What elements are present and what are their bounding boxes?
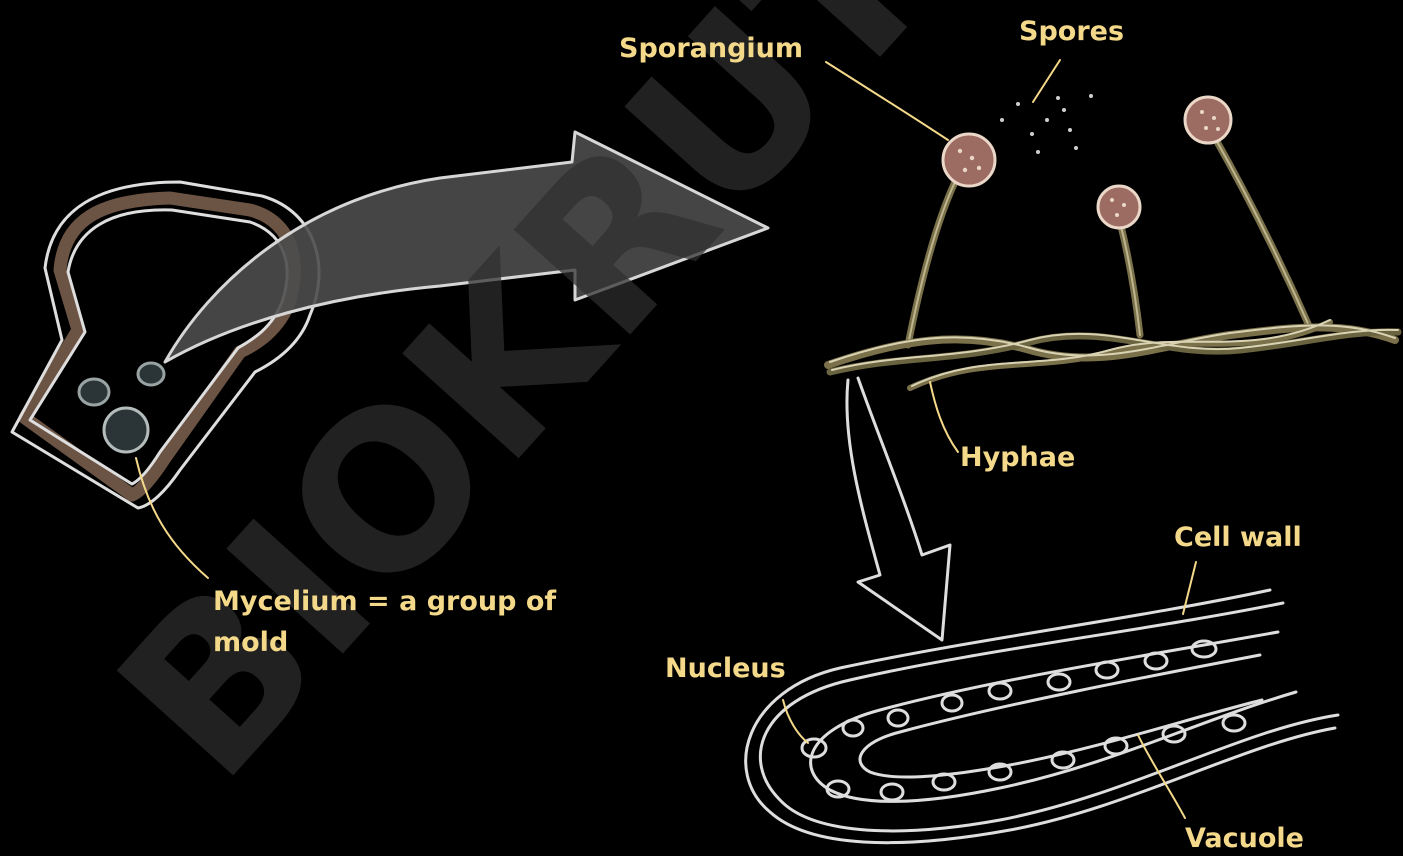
cell-wall-inner bbox=[746, 590, 1335, 843]
nucleus bbox=[1192, 641, 1216, 657]
hyphae-leader bbox=[930, 382, 958, 452]
down-arrow bbox=[847, 378, 950, 640]
nucleus bbox=[888, 710, 908, 726]
nucleus bbox=[942, 695, 962, 711]
nucleus bbox=[1048, 674, 1070, 690]
label-mycelium-line1: Mycelium = a group of bbox=[213, 586, 556, 617]
mold-spot bbox=[138, 363, 164, 385]
nucleus bbox=[843, 720, 863, 736]
sporangium bbox=[1185, 97, 1231, 143]
nucleus bbox=[1096, 662, 1118, 678]
nucleus bbox=[989, 683, 1011, 699]
hypha-cell-detail bbox=[746, 590, 1338, 843]
stalk bbox=[1215, 138, 1310, 328]
sporangium bbox=[943, 134, 995, 186]
label-vacuole: Vacuole bbox=[1185, 823, 1304, 854]
label-cell-wall: Cell wall bbox=[1174, 522, 1302, 553]
label-sporangium: Sporangium bbox=[619, 33, 803, 64]
mold-spots bbox=[79, 363, 164, 452]
nucleus bbox=[1223, 715, 1245, 731]
nucleus bbox=[933, 774, 955, 790]
sporangium bbox=[1098, 186, 1140, 228]
stalk bbox=[908, 182, 955, 345]
spores-leader bbox=[1033, 60, 1060, 102]
nuclei bbox=[802, 641, 1245, 800]
label-hyphae: Hyphae bbox=[960, 442, 1075, 473]
spores bbox=[1000, 94, 1093, 154]
label-nucleus: Nucleus bbox=[665, 653, 786, 684]
nucleus bbox=[881, 784, 903, 800]
sporangia bbox=[943, 97, 1231, 228]
label-spores: Spores bbox=[1019, 16, 1124, 47]
mold-spot bbox=[79, 379, 109, 405]
label-mycelium-line2: mold bbox=[213, 627, 288, 658]
mold-spot bbox=[104, 408, 148, 452]
watermark: BIOKRUTUI... bbox=[71, 0, 1315, 824]
nucleus bbox=[1145, 653, 1167, 669]
